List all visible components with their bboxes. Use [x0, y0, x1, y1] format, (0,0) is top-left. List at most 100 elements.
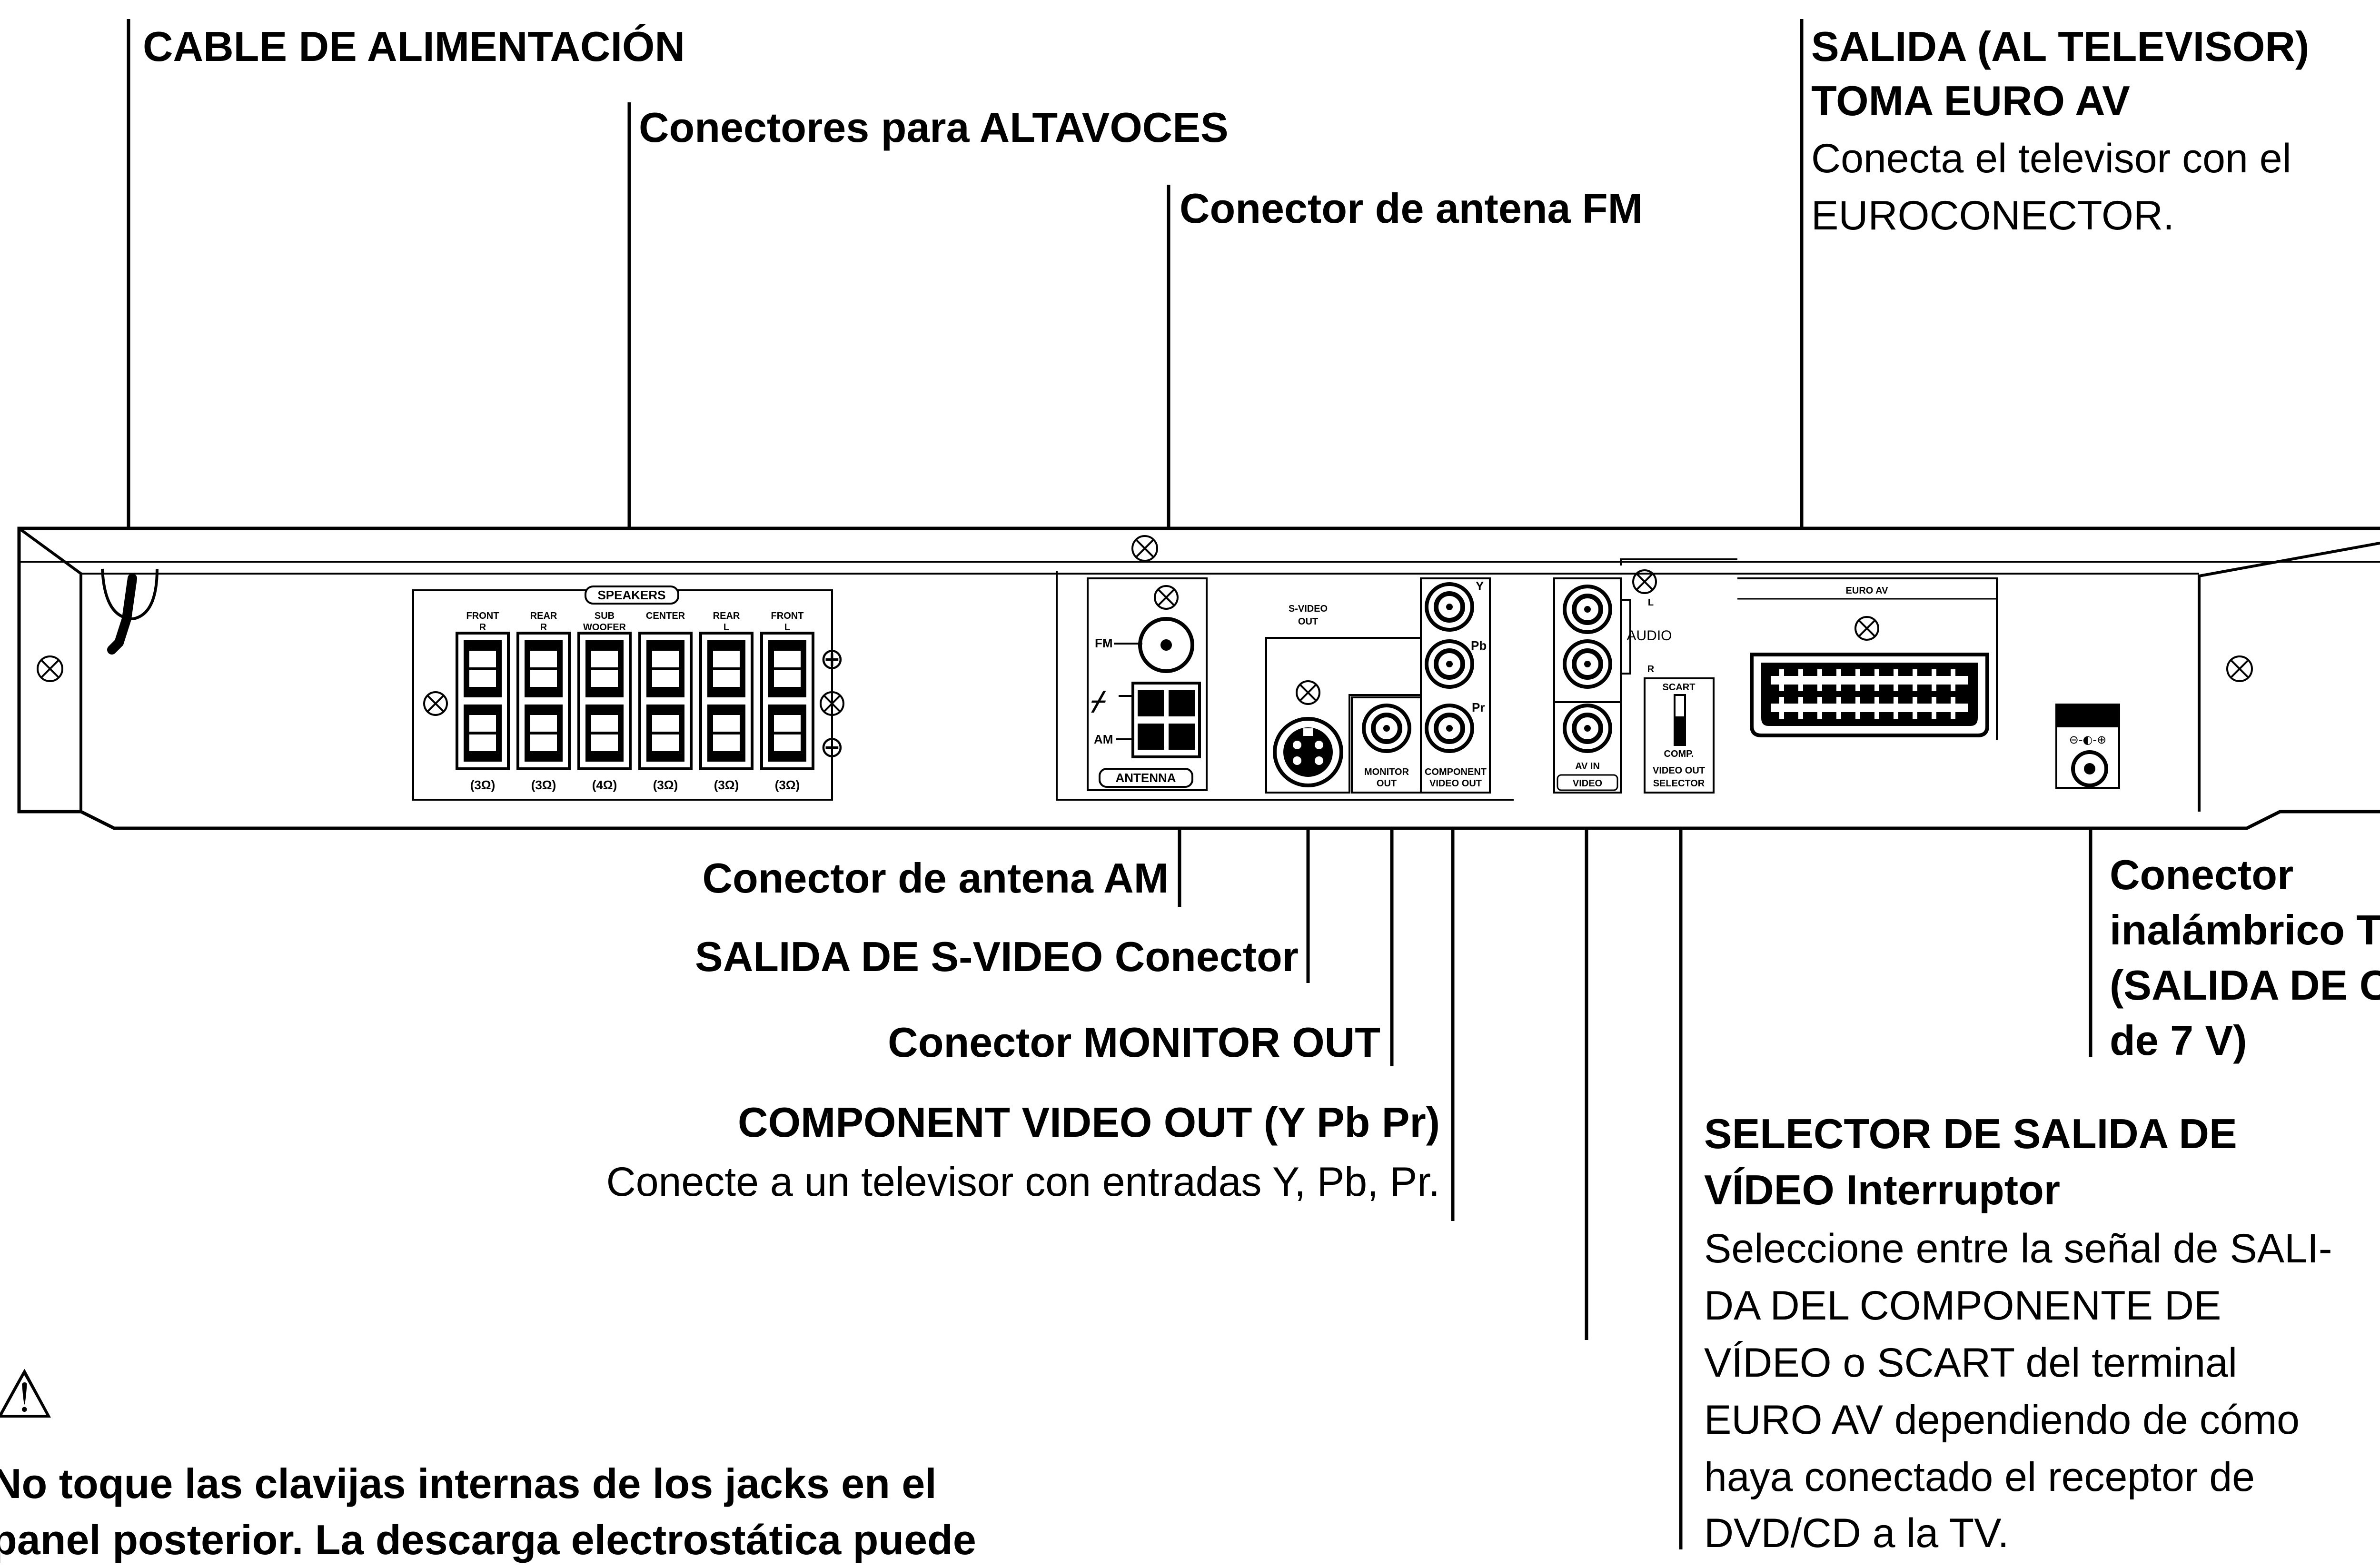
scart-pin	[1932, 669, 1936, 691]
speaker-terminal[interactable]	[638, 632, 693, 770]
speaker-channel-label: WOOFER	[583, 622, 626, 633]
monitor-label-2: OUT	[1377, 778, 1397, 789]
svideo-label-1: S-VIDEO	[1289, 604, 1328, 614]
speaker-channel-label: FRONT	[466, 611, 499, 621]
screw-icon	[820, 691, 844, 716]
speaker-channel-label: L	[784, 622, 790, 633]
pr-label: Pr	[1472, 700, 1485, 715]
speaker-terminal[interactable]	[760, 632, 814, 770]
screw-icon	[1154, 585, 1179, 610]
scart-pin	[1855, 697, 1860, 719]
screw-icon	[1296, 680, 1320, 705]
audio-l-label: L	[1648, 597, 1654, 608]
speaker-channel-label: SUB	[595, 611, 615, 621]
speaker-impedance-label: (3Ω)	[531, 778, 556, 792]
callout-component-title: COMPONENT VIDEO OUT (Y Pb Pr)	[738, 1099, 1440, 1146]
speaker-terminals	[456, 632, 814, 770]
callout-euro-av-desc-1: Conecta el televisor con el	[1811, 136, 2291, 181]
svideo-label-2: OUT	[1298, 616, 1318, 627]
callout-selector-desc-6: DVD/CD a la TV.	[1704, 1510, 2009, 1555]
screw-icon	[1131, 535, 1158, 562]
speaker-impedance-label: (3Ω)	[470, 778, 496, 792]
speaker-impedance-label: (3Ω)	[775, 778, 800, 792]
chassis	[17, 526, 2380, 830]
plus-icon: ⊕	[820, 641, 844, 676]
screw-icon	[1854, 616, 1879, 641]
component-pb-jack[interactable]	[1425, 639, 1474, 689]
am-label: AM	[1094, 732, 1113, 746]
scart-connector[interactable]	[1750, 653, 1989, 737]
speaker-channel-label: REAR	[530, 611, 557, 621]
comp-label: COMP.	[1664, 749, 1694, 759]
scart-pin	[1913, 697, 1917, 719]
speaker-labels: FRONTR(3Ω)REARR(3Ω)SUBWOOFER(4Ω)CENTER(3…	[466, 611, 804, 792]
scart-pin	[1817, 697, 1822, 719]
antenna-block: FM ᚋ AM ANTENNA	[1087, 577, 1208, 791]
callout-component-desc: Conecte a un televisor con entradas Y, P…	[606, 1159, 1440, 1205]
audio-r-label: R	[1647, 664, 1655, 675]
callout-selector-title-1: SELECTOR DE SALIDA DE	[1704, 1110, 2237, 1157]
audio-l-jack[interactable]	[1563, 585, 1612, 634]
scart-pin	[1779, 697, 1784, 719]
selector-label-2: SELECTOR	[1653, 778, 1705, 789]
fm-antenna-jack[interactable]	[1138, 617, 1194, 673]
callout-power-cable: CABLE DE ALIMENTACIÓN	[143, 23, 685, 70]
scart-pin	[1951, 697, 1955, 719]
component-label-1: COMPONENT	[1425, 767, 1487, 777]
speaker-terminal[interactable]	[577, 632, 632, 770]
screw-icon	[423, 691, 448, 716]
svideo-jack[interactable]	[1273, 717, 1343, 787]
callout-selector-desc-3: VÍDEO o SCART del terminal	[1704, 1340, 2237, 1386]
pb-label: Pb	[1471, 638, 1487, 653]
audio-r-jack[interactable]	[1563, 639, 1612, 689]
scart-pin	[1817, 669, 1822, 691]
callout-wireless-3: (SALIDA DE CC	[2110, 962, 2380, 1009]
scart-pin	[1874, 669, 1879, 691]
speaker-channel-label: CENTER	[646, 611, 685, 621]
callout-speaker-connectors: Conectores para ALTAVOCES	[639, 104, 1229, 151]
scart-pin	[1798, 697, 1803, 719]
video-in-jack[interactable]	[1563, 704, 1612, 753]
scart-pin	[1894, 697, 1898, 719]
scart-pin	[1836, 669, 1841, 691]
av-in-block: L AUDIO R AV IN VIDEO	[1553, 577, 1672, 794]
speaker-channel-label: REAR	[713, 611, 740, 621]
component-y-jack[interactable]	[1425, 582, 1474, 632]
callout-selector-desc-1: Seleccione entre la señal de SALI-	[1704, 1226, 2332, 1271]
callout-monitor-out: Conector MONITOR OUT	[888, 1019, 1380, 1066]
euro-av-block: EURO AV	[1737, 577, 1998, 740]
screw-icon	[1632, 569, 1657, 594]
callout-svideo-out: SALIDA DE S-VIDEO Conector	[695, 933, 1299, 980]
callout-selector-title-2: VÍDEO Interruptor	[1704, 1166, 2060, 1213]
audio-label: AUDIO	[1626, 628, 1672, 644]
warning-note: No toque las clavijas internas de los ja…	[0, 1456, 1229, 1568]
warning-triangle-icon: ⚠	[0, 1357, 54, 1432]
speaker-channel-label: FRONT	[771, 611, 804, 621]
y-label: Y	[1476, 579, 1484, 593]
callout-fm-antenna: Conector de antena FM	[1180, 185, 1643, 232]
speaker-terminal[interactable]	[699, 632, 754, 770]
speaker-channel-label: R	[479, 622, 486, 633]
callout-wireless-4: de 7 V)	[2110, 1017, 2247, 1064]
scart-pin	[1951, 669, 1955, 691]
speaker-channel-label: R	[540, 622, 547, 633]
component-pr-jack[interactable]	[1425, 704, 1474, 753]
screw-icon	[37, 655, 63, 682]
euro-av-label: EURO AV	[1846, 586, 1889, 596]
monitor-label-1: MONITOR	[1364, 767, 1409, 777]
speaker-terminal[interactable]	[456, 632, 510, 770]
monitor-out-jack[interactable]	[1362, 704, 1411, 753]
power-cable	[101, 568, 159, 655]
scart-pin	[1836, 697, 1841, 719]
speaker-terminal[interactable]	[516, 632, 571, 770]
scart-pin	[1913, 669, 1917, 691]
speaker-impedance-label: (4Ω)	[592, 778, 617, 792]
callout-selector-desc-5: haya conectado el receptor de	[1704, 1454, 2255, 1500]
video-out-selector-block: SCART COMP. VIDEO OUT SELECTOR	[1620, 558, 1737, 794]
speaker-impedance-label: (3Ω)	[653, 778, 678, 792]
callout-wireless-2: inalámbrico TX	[2110, 906, 2380, 953]
speaker-channel-label: L	[724, 622, 729, 633]
scart-pin	[1798, 669, 1803, 691]
video-label: VIDEO	[1573, 778, 1602, 789]
